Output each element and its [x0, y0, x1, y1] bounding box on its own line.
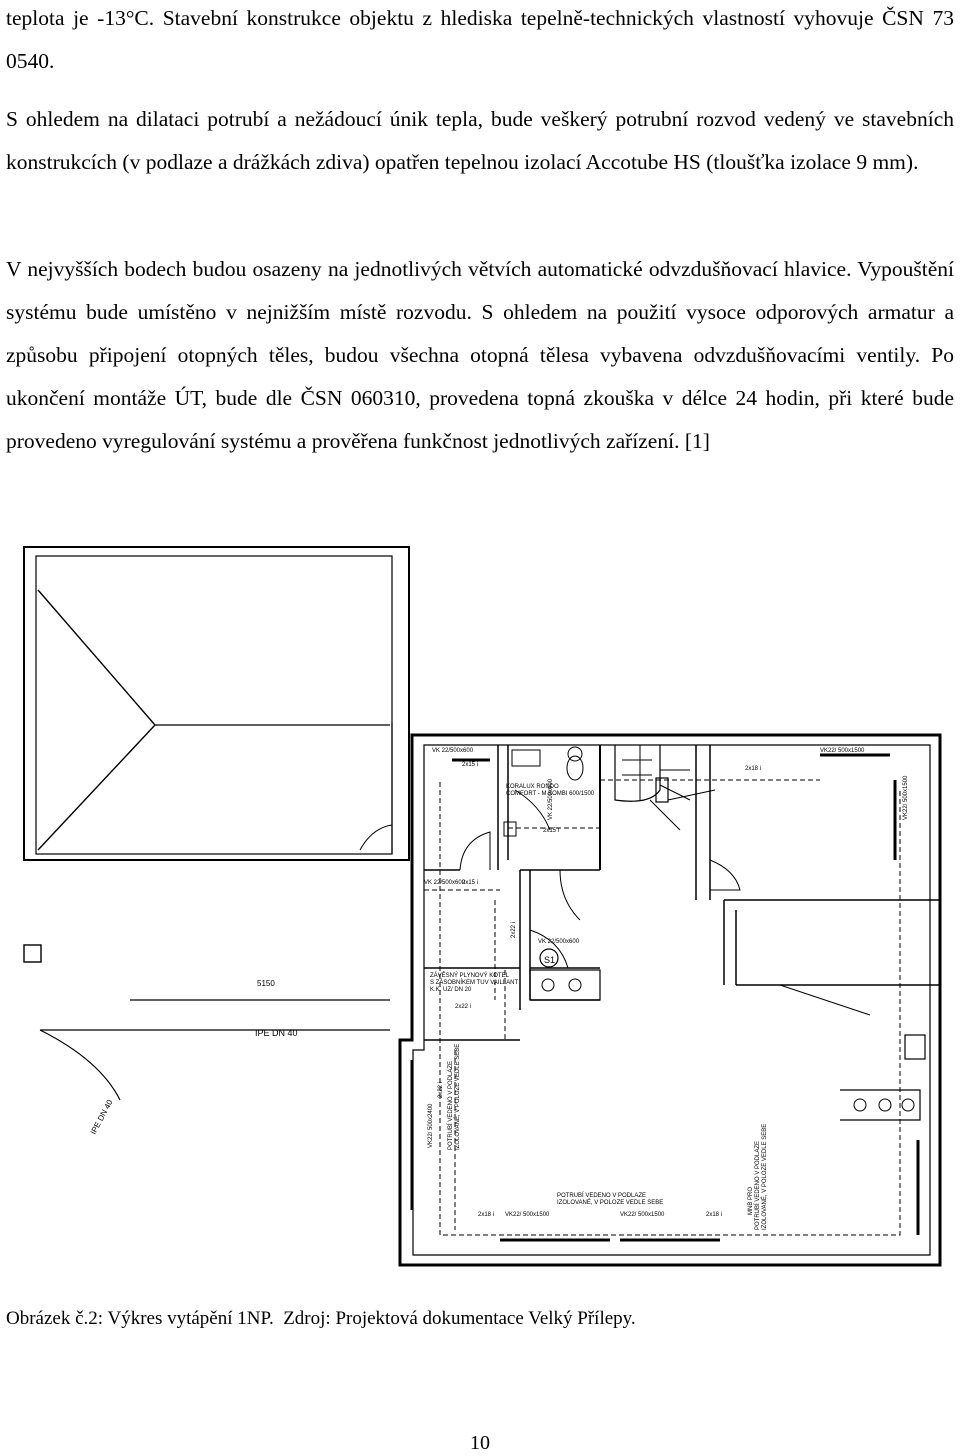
plan-label: 2x18 i — [745, 766, 761, 772]
plan-label: VK22/ 500x1500 — [820, 748, 865, 754]
plan-label: 2x15 i — [543, 828, 559, 834]
paragraph-3: V nejvyšších bodech budou osazeny na jed… — [6, 257, 954, 453]
plan-label: 5150 — [257, 979, 275, 988]
page-number: 10 — [470, 1432, 490, 1454]
plan-label: VK22/ 500x1500 — [505, 1212, 550, 1218]
plan-label: COMFORT - M KOMBI 600/1500 — [506, 791, 595, 797]
plan-label: 2x18 i — [706, 1212, 722, 1218]
paragraph-1: teplota je -13°C. Stavební konstrukce ob… — [6, 6, 954, 73]
plan-label: POTRUBÍ VEDENO V PODLAZE — [447, 1061, 454, 1150]
plan-label: IZOLOVANÉ, V POLOZE VEDLE SEBE — [761, 1124, 768, 1230]
plan-label: VK22/ 500x2400 — [428, 1103, 434, 1148]
plan-label: POTRUBÍ VEDENO V PODLAZE — [754, 1141, 761, 1230]
plan-label: 2x22 i — [438, 1082, 444, 1098]
plan-label: K.K. UZ/ DN 20 — [430, 987, 472, 993]
plan-label: MNB PRO — [748, 1187, 754, 1215]
paragraph-2: S ohledem na dilataci potrubí a nežádouc… — [6, 107, 954, 174]
plan-label: VK 22/500x600 — [432, 748, 474, 754]
plan-label: VK22/ 500x1500 — [903, 775, 909, 820]
plan-label: KORALUX RONDO — [506, 784, 559, 790]
plan-label: VK 22/500x600 — [538, 939, 580, 945]
plan-label: 2x18 i — [478, 1212, 494, 1218]
garage-outline — [23, 546, 410, 861]
column-square — [23, 944, 42, 963]
plan-label: ZÁVĚSNÝ PLYNOVÝ KOTEL — [430, 971, 510, 979]
plan-label: IZOLOVANÉ, V POLOZE VEDLE SEBE — [557, 1199, 663, 1206]
plan-label: POTRUBÍ VEDENO V PODLAZE — [557, 1192, 646, 1199]
plan-label: S1 — [544, 955, 555, 965]
staircase — [614, 745, 661, 802]
heating-pipe-loop — [439, 782, 901, 1236]
plan-label: 2x22 i — [511, 922, 517, 938]
plan-label: VK 22/500x600 — [424, 880, 466, 886]
plan-label: 2x22 i — [455, 1004, 471, 1010]
plan-label: IZOLOVANÉ, V POLOZE VEDLE SEBE — [454, 1044, 461, 1150]
plan-label: 2x15 i — [462, 762, 478, 768]
plan-label: VK22/ 500x1500 — [620, 1212, 665, 1218]
plan-label: IPE DN 40 — [255, 1028, 298, 1038]
plan-label: VK 22/500x600 — [548, 778, 554, 820]
plan-label: 2x15 i — [462, 880, 478, 886]
plan-label: IPE DN 40 — [89, 1098, 115, 1136]
heating-floor-plan: VK 22/500x600 2x15 i KORALUX RONDO COMFO… — [23, 546, 942, 1267]
house-outer-wall — [398, 733, 942, 1267]
ramp-lines — [37, 589, 156, 851]
plan-label: S ZÁSOBNÍKEM TUV VAILLANT — [430, 979, 518, 986]
figure-caption: Obrázek č.2: Výkres vytápění 1NP. Zdroj:… — [6, 1308, 636, 1329]
